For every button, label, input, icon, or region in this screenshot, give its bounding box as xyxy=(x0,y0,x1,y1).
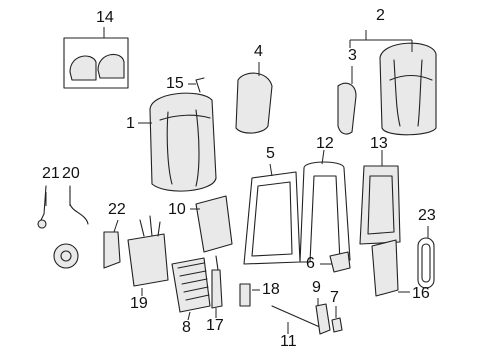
seatback-frame xyxy=(243,163,301,265)
callout-2: 2 xyxy=(376,7,385,24)
callout-18: 18 xyxy=(262,281,280,298)
cable-end-21 xyxy=(37,219,47,229)
callout-8: 8 xyxy=(182,319,191,336)
lever-9 xyxy=(315,303,331,335)
seatback-frame-inner xyxy=(251,181,293,257)
reel-20 xyxy=(53,243,79,269)
callout-6: 6 xyxy=(306,255,315,272)
callout-21: 21 xyxy=(42,165,60,182)
callout-15: 15 xyxy=(166,75,184,92)
actuator-17 xyxy=(211,269,223,309)
ring-trim-23 xyxy=(417,237,435,289)
clip-7 xyxy=(331,317,343,333)
actuator-17-rod xyxy=(215,255,219,271)
callout-19: 19 xyxy=(130,295,148,312)
leader-2 xyxy=(349,30,413,52)
lumbar-assembly xyxy=(127,215,169,296)
rear-panel-ribs xyxy=(389,59,433,127)
spring-panel-inner xyxy=(367,175,395,235)
clip-22 xyxy=(103,231,121,269)
callout-14: 14 xyxy=(96,9,114,26)
rear-panel-group xyxy=(337,30,437,136)
leader-22 xyxy=(113,219,119,233)
callout-7: 7 xyxy=(330,289,339,306)
lumbar-pad-8 xyxy=(171,257,211,313)
headrest-part-a xyxy=(69,55,97,81)
ring-trim-23-inner xyxy=(421,243,431,283)
callout-12: 12 xyxy=(316,135,334,152)
lumbar-19-wires xyxy=(139,215,161,237)
leader-8 xyxy=(187,311,191,321)
rear-panel-2 xyxy=(379,42,437,136)
callout-23: 23 xyxy=(418,207,436,224)
callout-17: 17 xyxy=(206,317,224,334)
callout-20: 20 xyxy=(62,165,80,182)
callout-3: 3 xyxy=(348,47,357,64)
clip-15 xyxy=(195,77,205,93)
rod-11 xyxy=(271,305,323,329)
callout-22: 22 xyxy=(108,201,126,218)
rod-lever-group xyxy=(271,298,343,335)
callout-11: 11 xyxy=(280,333,297,350)
headrest-group xyxy=(63,27,129,89)
switch-6 xyxy=(329,251,351,273)
pad-4 xyxy=(235,72,273,134)
wire-frame-12 xyxy=(299,161,351,263)
lumbar-19 xyxy=(127,233,169,287)
headrest-frame-box xyxy=(63,37,129,89)
callout-5: 5 xyxy=(266,145,275,162)
callout-13: 13 xyxy=(370,135,388,152)
cable-20 xyxy=(69,185,89,225)
bracket-10 xyxy=(195,195,233,253)
callout-10: 10 xyxy=(168,201,186,218)
reel-hub-20 xyxy=(60,250,72,262)
side-trim-16 xyxy=(371,239,399,297)
seatback-cover xyxy=(138,92,217,192)
seatback-cover-body xyxy=(149,92,217,192)
cable-21 xyxy=(39,185,47,223)
leader-5 xyxy=(269,163,273,177)
callout-16: 16 xyxy=(412,285,430,302)
lumbar-pad-ribs xyxy=(177,262,210,301)
connector-18 xyxy=(239,283,251,307)
panel-insert-3 xyxy=(337,82,357,135)
callout-4: 4 xyxy=(254,43,263,60)
seatback-cover-seams xyxy=(159,109,211,187)
leader-12 xyxy=(321,149,325,165)
callout-1: 1 xyxy=(126,115,135,132)
headrest-part-b xyxy=(97,53,125,79)
callout-9: 9 xyxy=(312,279,321,296)
cable-reel-group xyxy=(37,185,89,269)
